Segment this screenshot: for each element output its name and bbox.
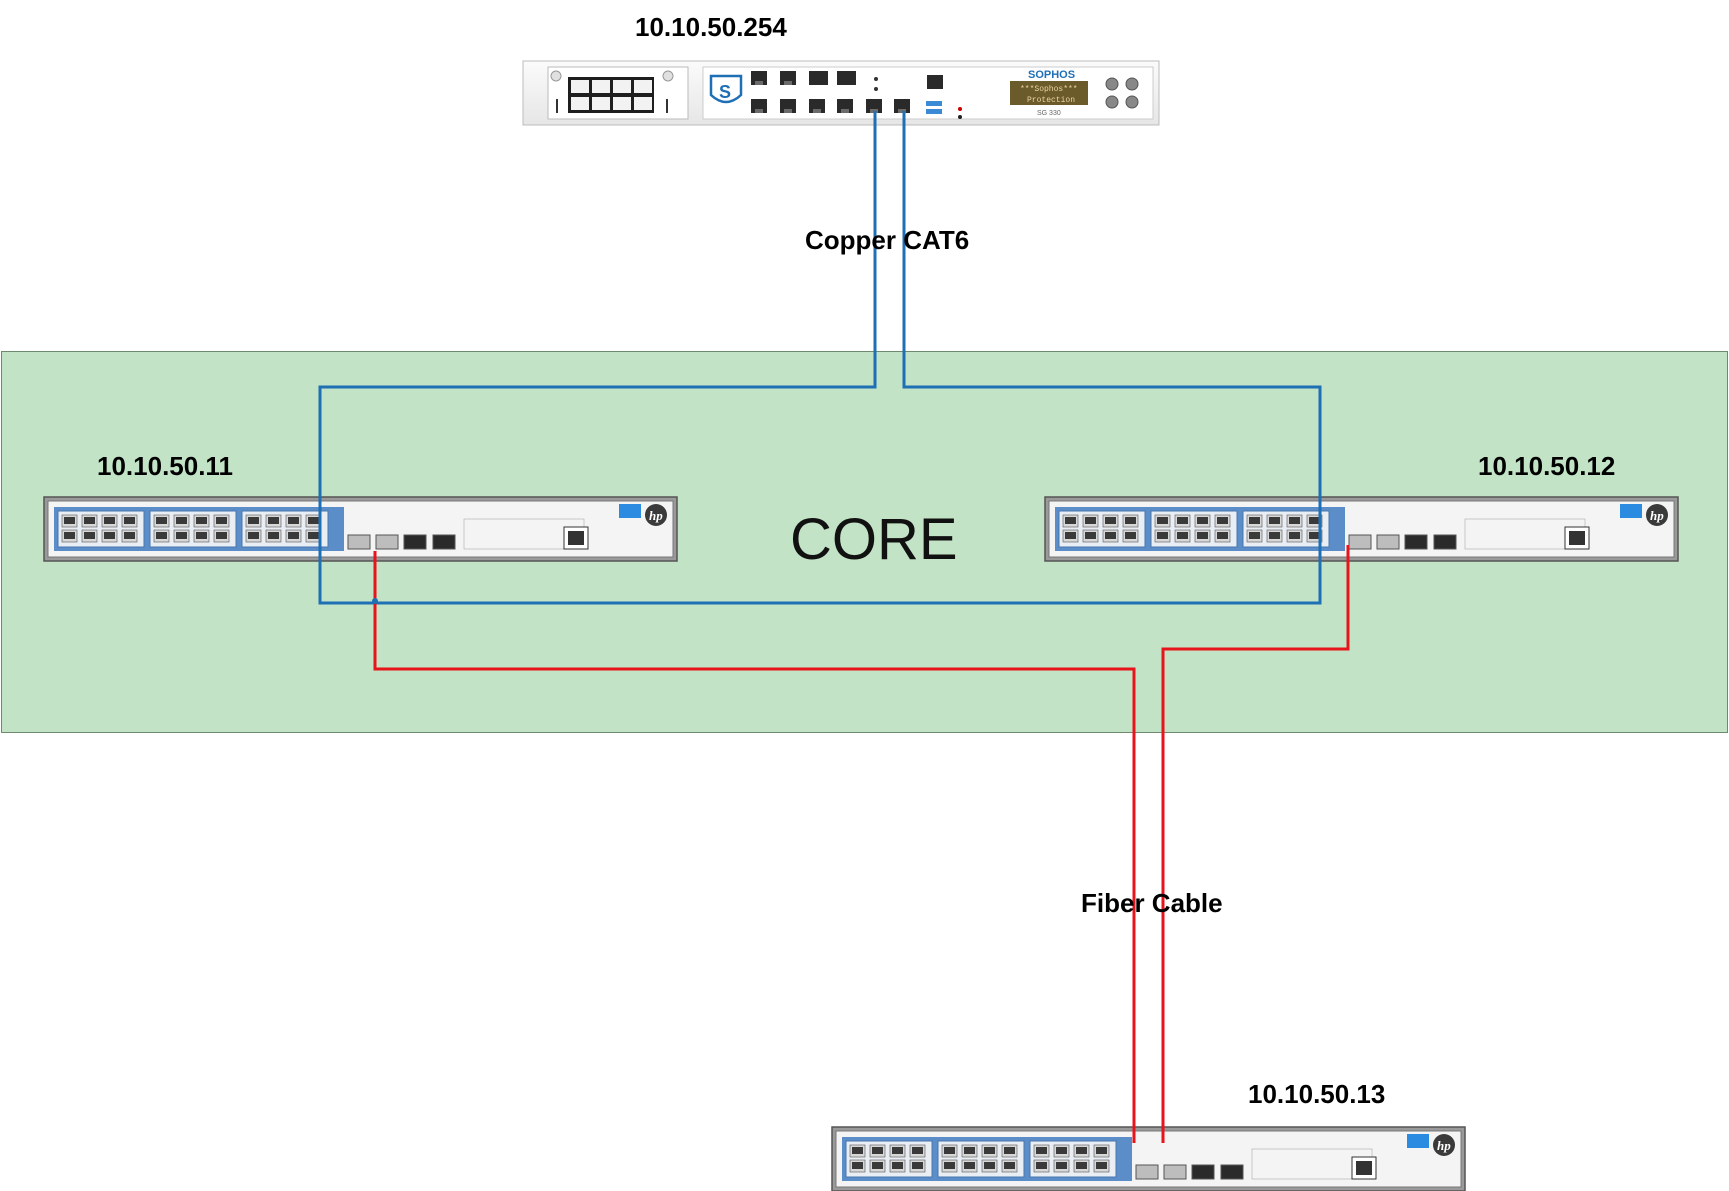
sophos-brand: SOPHOS (1028, 69, 1075, 81)
model-label: SG 330 (1037, 110, 1061, 117)
switch-left: hp (43, 496, 678, 562)
hp-logo-icon: hp (1433, 1134, 1455, 1156)
firewall-sophos: S SOPHOS ***Sophos*** Protection SG 330 (522, 60, 1160, 126)
copper-links (318, 111, 1322, 605)
switch-bottom: hp (831, 1126, 1466, 1191)
svg-text:hp: hp (1650, 508, 1664, 523)
copper-link-label: Copper CAT6 (805, 225, 970, 255)
hp-logo-icon: hp (1646, 504, 1668, 526)
fiber-links (373, 545, 1350, 1143)
switch-bottom-ip: 10.10.50.13 (1248, 1079, 1386, 1109)
lcd-line1: ***Sophos*** (1020, 85, 1078, 94)
svg-text:hp: hp (1437, 1138, 1451, 1153)
copper-link-path (318, 111, 1322, 605)
svg-text:S: S (719, 82, 731, 102)
lcd-line2: Protection (1027, 96, 1075, 105)
fiber-link-left (373, 551, 1136, 1143)
sophos-shield-icon: S (709, 74, 743, 104)
fiber-link-right (1161, 545, 1350, 1143)
fiber-link-label: Fiber Cable (1081, 888, 1223, 918)
hp-logo-icon: hp (645, 504, 667, 526)
firewall-ip: 10.10.50.254 (635, 12, 787, 42)
switch-right-ip: 10.10.50.12 (1478, 451, 1616, 481)
svg-text:hp: hp (649, 508, 663, 523)
switch-right: hp (1044, 496, 1679, 562)
core-label: CORE (790, 507, 958, 572)
switch-left-ip: 10.10.50.11 (97, 451, 233, 481)
